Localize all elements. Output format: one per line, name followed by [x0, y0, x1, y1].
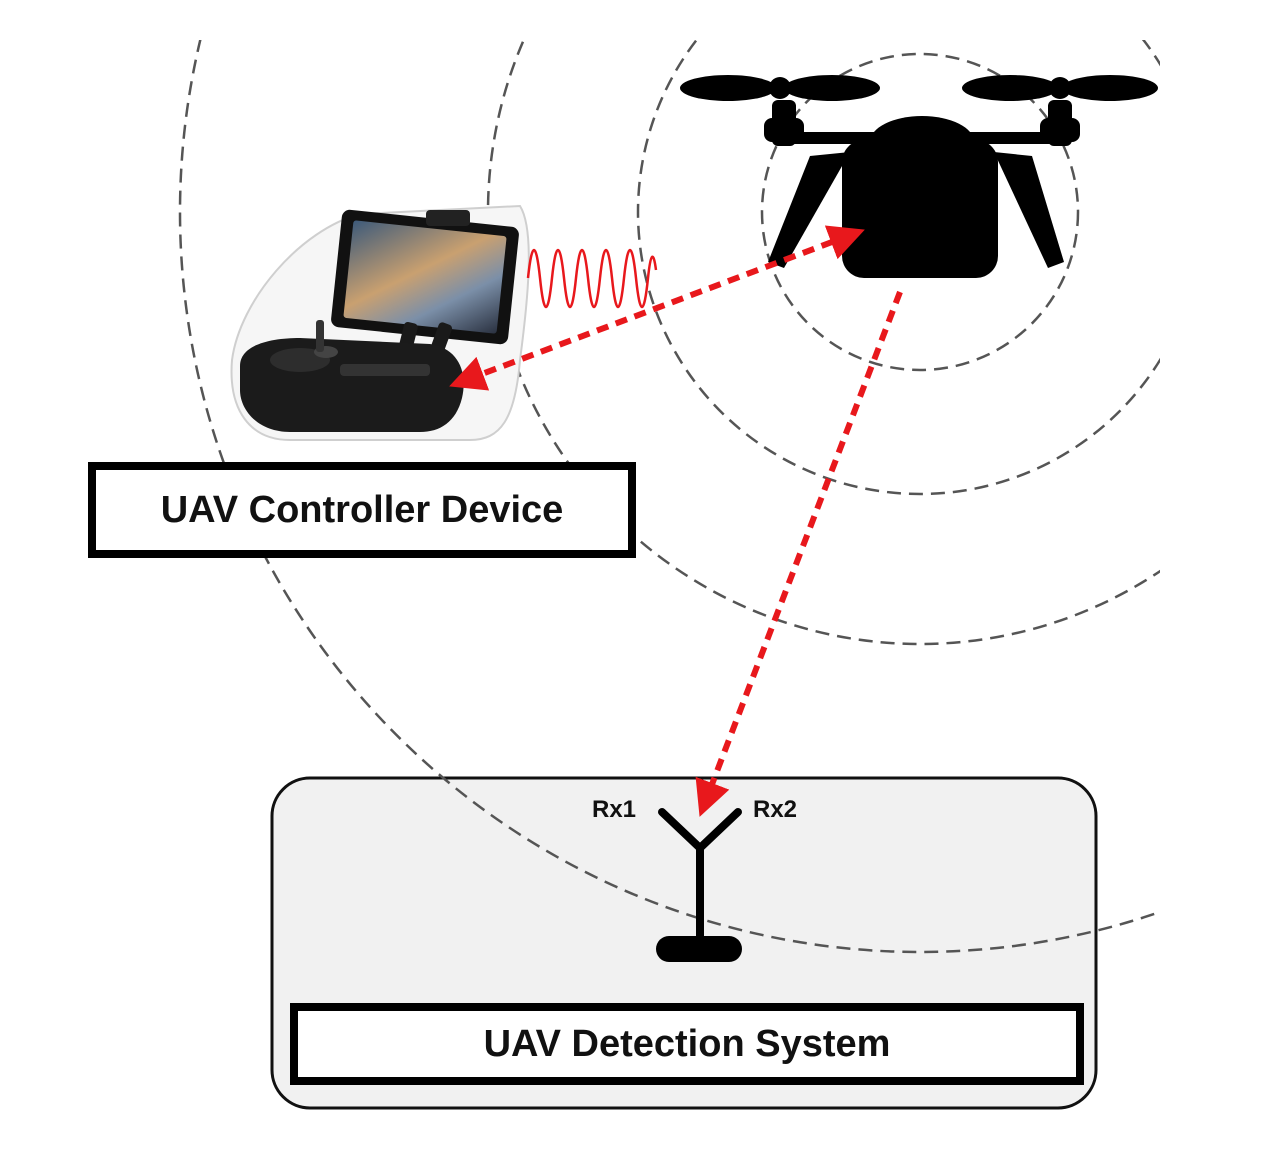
signal-range-circles	[178, 40, 1160, 954]
range-circle-2	[636, 40, 1160, 496]
controller-drone-link-arrow	[449, 225, 865, 391]
rx2-label: Rx2	[753, 796, 798, 823]
range-circle-1	[760, 52, 1080, 372]
detection-system-label: UAV Detection System	[290, 1003, 1084, 1085]
antenna-base	[656, 936, 742, 962]
controller-icon	[230, 204, 530, 441]
controller-label: UAV Controller Device	[88, 462, 636, 558]
antenna-icon	[658, 808, 742, 946]
drone-icon	[680, 75, 1158, 278]
rf-wave-icon	[526, 249, 658, 309]
rx1-label: Rx1	[592, 796, 637, 823]
drone-detection-link-arrow	[695, 290, 903, 817]
